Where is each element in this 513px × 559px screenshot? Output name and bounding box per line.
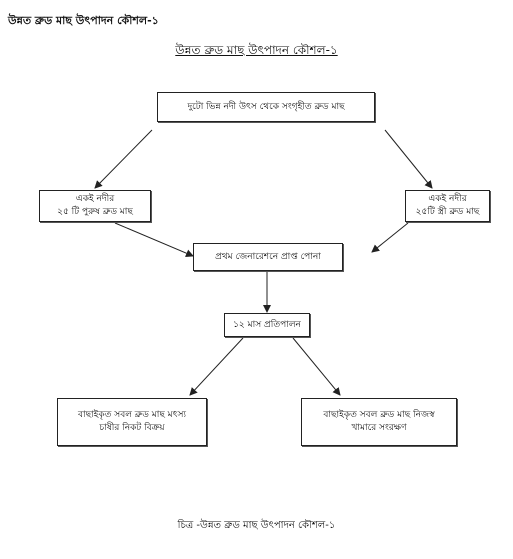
diagram-title-text: উন্নত ব্রুড মাছ উৎপাদন কৌশল-১ — [175, 43, 338, 57]
node-female-line1: একই নদীর — [428, 194, 467, 204]
page-heading: উন্নত ব্রুড মাছ উৎপাদন কৌশল-১ — [8, 14, 159, 27]
diagram-title: উন্নত ব্রুড মাছ উৎপাদন কৌশল-১ — [0, 42, 513, 62]
node-sell-to-farmers: বাছাইকৃত সবল ব্রুড মাছ মৎস্য চাষীর নিকট … — [57, 398, 207, 446]
node-rearing: ১২ মাস প্রতিপালন — [224, 313, 310, 337]
figure-caption: চিত্র -উন্নত ব্রুড মাছ উৎপাদন কৌশল-১ — [177, 520, 336, 531]
node-female-brood: একই নদীর ২৫টি স্ত্রী ব্রুড মাছ — [405, 190, 490, 222]
node-first-generation: প্রথম জেনারেশনে প্রাপ্ত পোনা — [193, 243, 343, 271]
node-male-line2: ২৫ টি পুরুষ ব্রুড মাছ — [57, 207, 133, 217]
node-keep-line2: খামারে সংরক্ষণ — [351, 423, 407, 433]
node-source-text: দুটো ভিন্ন নদী উৎস থেকে সংগৃহীত ব্রুড মা… — [187, 101, 345, 112]
node-rearing-text: ১২ মাস প্রতিপালন — [233, 319, 301, 330]
node-sell-line1: বাছাইকৃত সবল ব্রুড মাছ মৎস্য — [77, 410, 187, 420]
arrow-source-to-female — [384, 129, 433, 189]
node-male-line1: একই নদীর — [75, 194, 115, 204]
node-female-line2: ২৫টি স্ত্রী ব্রুড মাছ — [415, 207, 480, 217]
node-keep-line1: বাছাইকৃত সবল ব্রুড মাছ নিজস্ব — [323, 410, 435, 420]
node-source: দুটো ভিন্ন নদী উৎস থেকে সংগৃহীত ব্রুড মা… — [157, 92, 375, 122]
arrow-rearing-to-keep — [292, 337, 341, 396]
arrow-rearing-to-sell — [189, 337, 244, 396]
arrow-male-to-firstgen — [114, 222, 194, 257]
node-first-generation-text: প্রথম জেনারেশনে প্রাপ্ত পোনা — [215, 251, 321, 262]
arrow-female-to-firstgen — [371, 222, 409, 253]
arrow-source-to-male — [94, 129, 153, 189]
node-keep-on-farm: বাছাইকৃত সবল ব্রুড মাছ নিজস্ব খামারে সংর… — [301, 398, 457, 446]
node-sell-line2: চাষীর নিকট বিক্রয় — [99, 423, 165, 433]
node-male-brood: একই নদীর ২৫ টি পুরুষ ব্রুড মাছ — [39, 190, 151, 222]
